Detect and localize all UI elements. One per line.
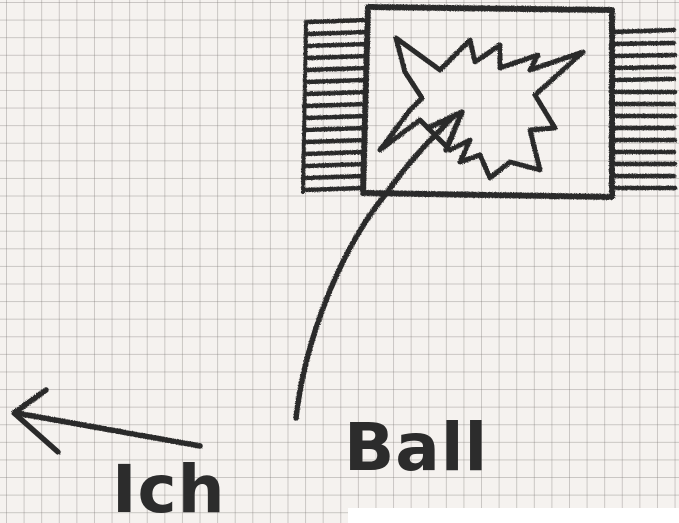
impact-starburst — [377, 35, 586, 181]
goal-box — [300, 4, 678, 200]
goal-net-right — [609, 27, 678, 191]
paper-edge — [348, 508, 679, 523]
ich-direction-arrow — [11, 387, 203, 455]
ball-trajectory-arrow — [293, 109, 465, 421]
ball-label: Ball — [344, 409, 488, 486]
ich-label: Ich — [112, 451, 226, 523]
goal-net-left — [300, 17, 371, 194]
